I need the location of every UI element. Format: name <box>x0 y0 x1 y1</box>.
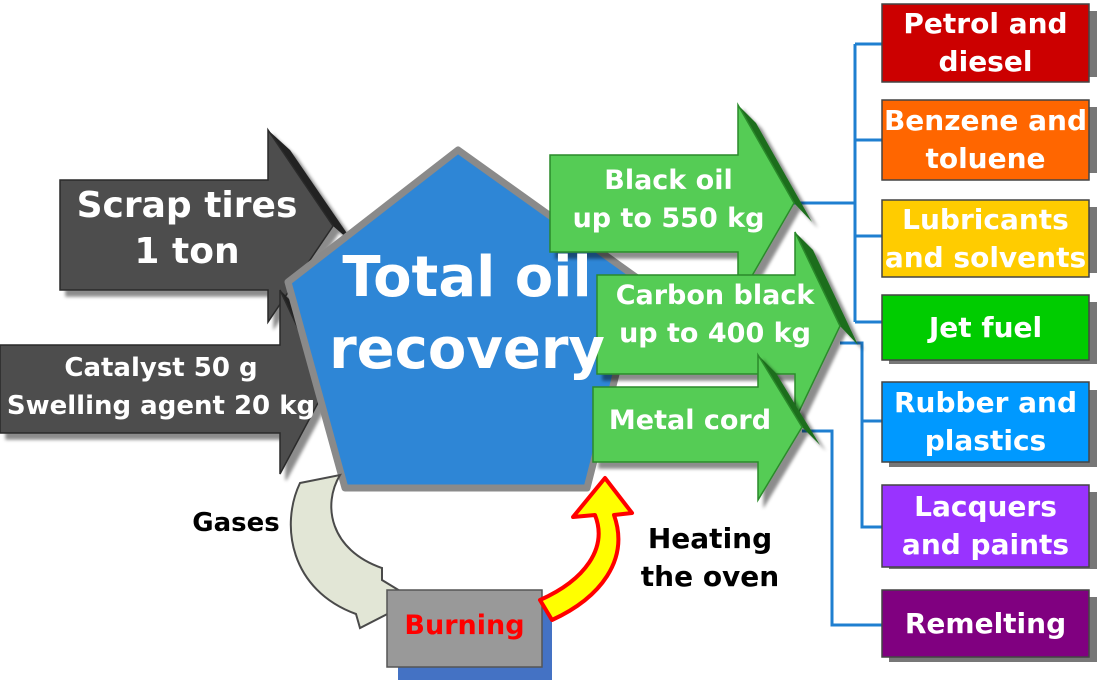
burning-box <box>386 589 543 668</box>
use-box-remelting <box>881 589 1090 658</box>
use-label-petrol-diesel: Petrol and diesel <box>882 4 1089 82</box>
use-boxes <box>881 3 1097 662</box>
scrap-tires-label: Scrap tires 1 ton <box>62 183 312 275</box>
heating-line1: Heating <box>647 522 773 555</box>
connector-metal-cord <box>802 429 882 627</box>
use-line1: Remelting <box>904 606 1067 640</box>
use-line1: Petrol and <box>903 7 1068 40</box>
use-line1: Lubricants <box>902 202 1069 236</box>
use-line2: toluene <box>925 142 1046 175</box>
carbon-black-line1: Carbon black <box>615 280 815 311</box>
use-line1: Jet fuel <box>928 310 1043 344</box>
black-oil-line2: up to 550 kg <box>572 203 765 234</box>
use-label-remelting: Remelting <box>882 590 1089 657</box>
connector-lines <box>790 42 882 627</box>
use-line2: and paints <box>901 528 1070 561</box>
metal-cord-arrow <box>592 352 820 503</box>
swelling-agent-line: Swelling agent 20 kg <box>6 391 316 421</box>
use-label-benzene-toluene: Benzene and toluene <box>882 100 1089 180</box>
black-oil-arrow <box>549 102 812 303</box>
heating-oven-arrow <box>538 476 634 622</box>
use-line2: diesel <box>938 45 1033 78</box>
catalyst-line1: Catalyst 50 g <box>64 353 258 383</box>
carbon-black-arrow <box>596 231 858 421</box>
scrap-tires-line1: Scrap tires <box>76 185 298 226</box>
use-box-rubber-plastics <box>881 381 1090 463</box>
metal-cord-text: Metal cord <box>608 405 772 436</box>
use-box-lubricants-solvents <box>881 199 1090 278</box>
use-line2: and solvents <box>884 240 1087 274</box>
black-oil-line1: Black oil <box>604 165 733 196</box>
use-line2: plastics <box>924 424 1047 457</box>
use-box-jet-fuel <box>881 294 1090 361</box>
burning-label: Burning <box>404 610 525 641</box>
use-label-lubricants-solvents: Lubricants and solvents <box>882 200 1089 277</box>
use-line1: Rubber and <box>894 386 1077 419</box>
total-oil-recovery-label: Total oil recovery <box>322 242 612 386</box>
carbon-black-line2: up to 400 kg <box>619 318 811 349</box>
carbon-black-label: Carbon black up to 400 kg <box>600 277 830 353</box>
center-line2: recovery <box>329 317 605 382</box>
catalyst-label: Catalyst 50 g Swelling agent 20 kg <box>0 349 322 425</box>
use-box-lacquers-paints <box>881 484 1090 568</box>
heating-line2: the oven <box>640 560 780 593</box>
center-line1: Total oil <box>342 245 592 310</box>
scrap-tires-line2: 1 ton <box>134 231 240 272</box>
use-label-lacquers-paints: Lacquers and paints <box>882 485 1089 567</box>
black-oil-label: Black oil up to 550 kg <box>556 162 781 238</box>
heating-oven-label: Heating the oven <box>630 520 790 596</box>
use-line1: Lacquers <box>914 490 1057 523</box>
use-line1: Benzene and <box>883 104 1088 137</box>
use-label-jet-fuel: Jet fuel <box>882 295 1089 360</box>
connector-carbon-black <box>840 341 882 529</box>
gases-label: Gases <box>192 508 280 538</box>
use-box-benzene-toluene <box>881 99 1090 181</box>
metal-cord-label: Metal cord <box>595 402 785 440</box>
use-label-rubber-plastics: Rubber and plastics <box>882 382 1089 462</box>
use-box-petrol-diesel <box>881 3 1090 83</box>
